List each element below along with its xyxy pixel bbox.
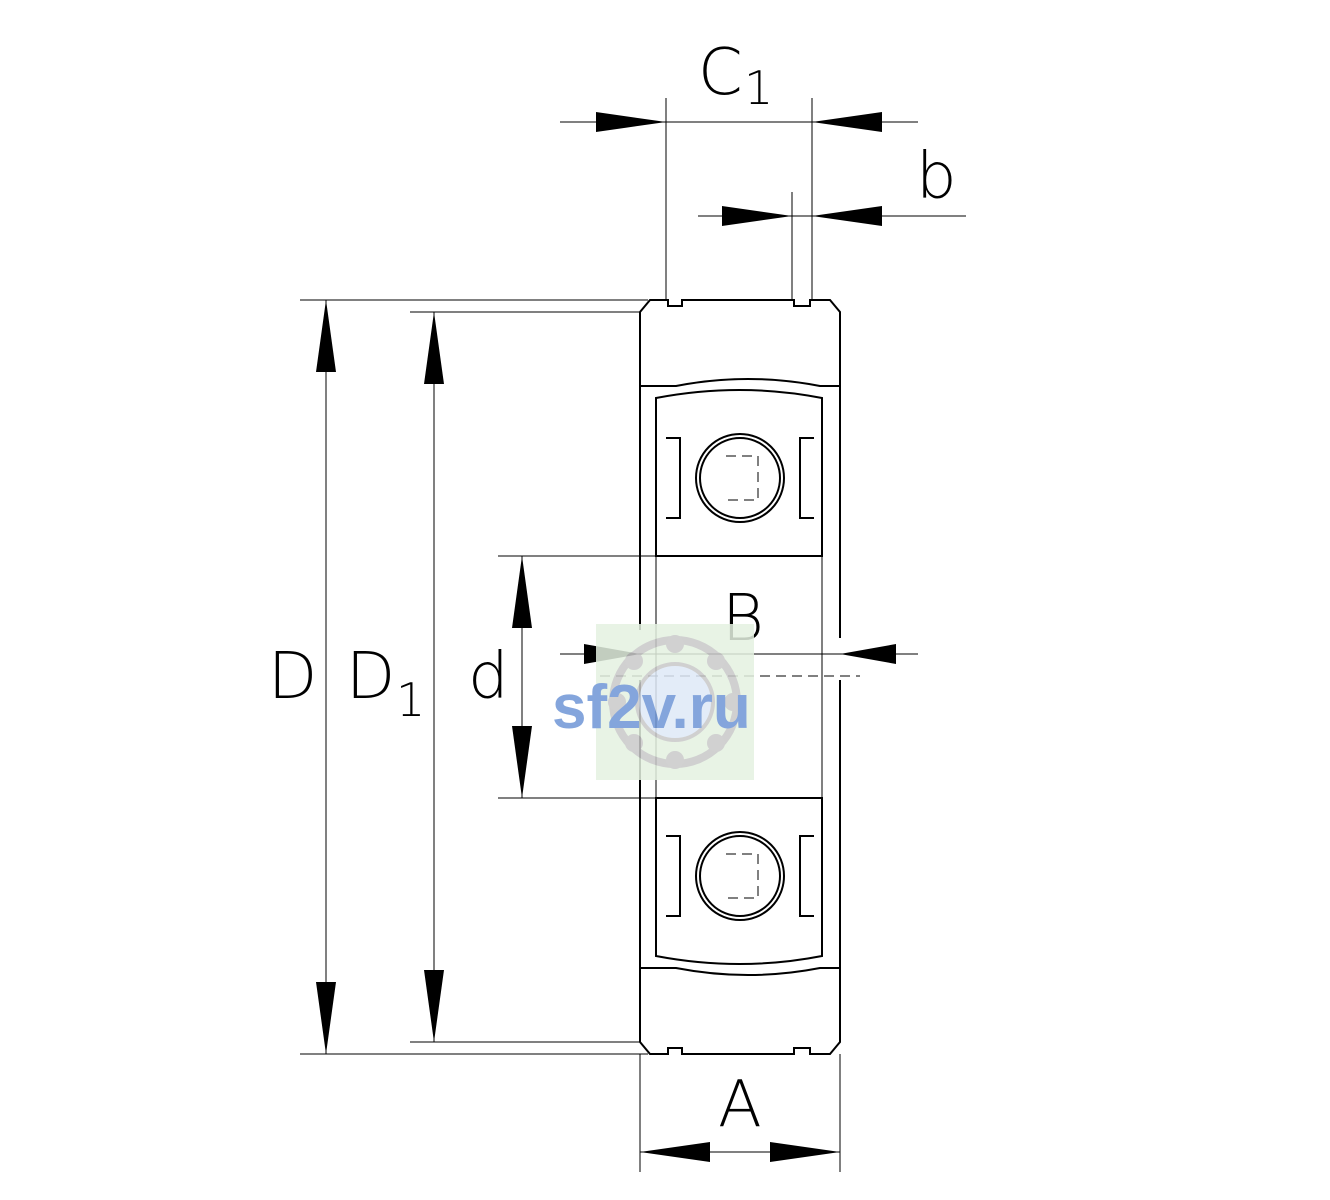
outer-ring-top (639, 299, 841, 387)
label-c1: C (698, 36, 743, 110)
inner-ring-bottom (655, 797, 823, 965)
seals (666, 437, 814, 917)
label-c1-sub: 1 (744, 61, 773, 115)
watermark-logo: sf2v.ru (552, 624, 754, 780)
label-D1: D (346, 640, 395, 714)
label-b: b (916, 140, 957, 214)
label-D1-sub: 1 (396, 673, 425, 727)
dim-b (698, 192, 966, 300)
inner-ring-top (655, 389, 823, 557)
ball-bottom (699, 835, 781, 917)
label-d: d (468, 640, 509, 714)
label-A: A (718, 1068, 762, 1142)
ball-top (699, 437, 781, 519)
label-D: D (268, 640, 317, 714)
dim-D (300, 299, 648, 1055)
dim-A (639, 1054, 841, 1172)
watermark-text: sf2v.ru (552, 673, 751, 742)
dim-d (498, 555, 656, 799)
dim-c1 (560, 98, 918, 300)
dim-D1 (410, 311, 640, 1043)
outer-ring-bottom (639, 967, 841, 1055)
